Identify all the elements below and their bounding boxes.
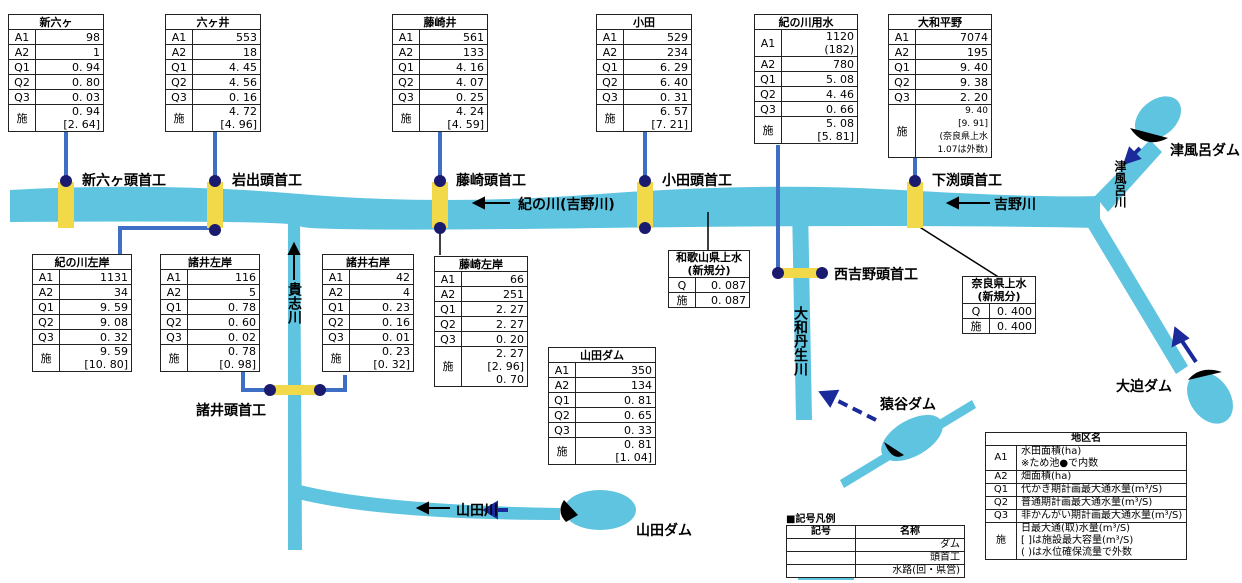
table-title: 奈良県上水 (新規分) bbox=[962, 276, 1036, 304]
table-title: 六ヶ井 bbox=[165, 14, 261, 30]
blue-flow-arrows bbox=[482, 146, 1198, 520]
kinokawa-river-label: 紀の川(吉野川) bbox=[518, 197, 615, 213]
gate-icon-nishiyoshino bbox=[772, 267, 828, 279]
legend-river: 水路(回・県営) bbox=[855, 564, 965, 578]
tsuburo-river-label: 津風呂川 bbox=[1113, 160, 1127, 208]
kishi-river bbox=[288, 215, 302, 550]
yamada-dam-label: 山田ダム bbox=[636, 523, 692, 539]
flow-arrows bbox=[287, 196, 990, 515]
shinrokka-gate-label: 新六ヶ頭首工 bbox=[82, 173, 166, 189]
yamatoniu-river-label: 大和丹生川 bbox=[792, 306, 808, 376]
tsuburo-dam-label: 津風呂ダム bbox=[1170, 143, 1240, 159]
gate-icon-iwade bbox=[207, 175, 223, 236]
yoshino-river-label: 吉野川 bbox=[994, 197, 1036, 213]
saruya-dam-label: 猿谷ダム bbox=[880, 397, 936, 413]
gate-icon-shimobuchi bbox=[907, 175, 923, 228]
nara-water-note: (奈良県上水 1.07は外数) bbox=[937, 132, 988, 155]
gate-icon-shinrokka bbox=[58, 175, 74, 228]
table-title: 藤崎左岸 bbox=[434, 256, 528, 272]
table-title: 山田ダム bbox=[548, 347, 656, 363]
table-title: 紀の川用水 bbox=[754, 14, 858, 30]
table-title: 諸井右岸 bbox=[322, 254, 414, 270]
yamada-river-label: 山田川 bbox=[456, 503, 498, 519]
kishi-river-label: 貴志川 bbox=[286, 282, 302, 324]
table-title: 小田 bbox=[596, 14, 692, 30]
key-title: 地区名 bbox=[984, 432, 1188, 446]
saruya-dam-icon bbox=[881, 414, 943, 462]
nishiyoshino-gate-label: 西吉野頭首工 bbox=[834, 267, 918, 283]
gate-icon-moroi bbox=[264, 384, 326, 396]
moroi-gate-label: 諸井頭首工 bbox=[196, 403, 266, 419]
fujisaki-gate-label: 藤崎頭首工 bbox=[456, 173, 526, 189]
yamada-dam-icon bbox=[560, 490, 636, 530]
symbol-legend: ■記号凡例 記号名称 ダム 頭首工 水路(回・県営) bbox=[786, 510, 965, 578]
legend-dam: ダム bbox=[855, 538, 965, 552]
yamatoniu-river bbox=[792, 205, 812, 420]
gate-icon-fujisaki bbox=[432, 175, 448, 234]
oosako-river bbox=[1086, 210, 1188, 374]
tsuburo-river bbox=[1095, 140, 1162, 212]
tsuburo-dam-icon bbox=[1130, 96, 1182, 143]
oosako-dam-icon bbox=[1187, 369, 1233, 424]
table-title: 紀の川左岸 bbox=[32, 254, 132, 270]
oosako-dam-label: 大迫ダム bbox=[1116, 379, 1172, 395]
iwade-gate-label: 岩出頭首工 bbox=[232, 173, 302, 189]
head-gate-icons bbox=[58, 175, 923, 396]
shimobuchi-gate-label: 下渕頭首工 bbox=[932, 173, 1002, 189]
oda-gate-label: 小田頭首工 bbox=[662, 173, 732, 189]
table-title: 諸井左岸 bbox=[160, 254, 260, 270]
table-title: 藤崎井 bbox=[392, 14, 488, 30]
table-title: 和歌山県上水 (新規分) bbox=[668, 250, 750, 278]
table-title: 大和平野 bbox=[888, 14, 992, 30]
legend-title: ■記号凡例 bbox=[786, 514, 836, 525]
table-title: 新六ヶ bbox=[8, 14, 104, 30]
legend-gate: 頭首工 bbox=[855, 551, 965, 565]
gate-icon-oda bbox=[637, 175, 653, 234]
kinokawa-river bbox=[10, 186, 1100, 230]
